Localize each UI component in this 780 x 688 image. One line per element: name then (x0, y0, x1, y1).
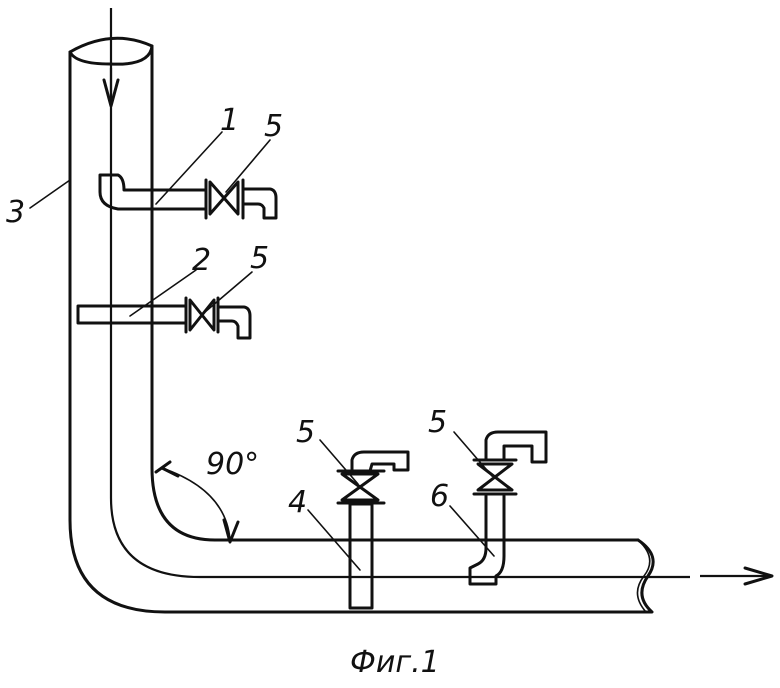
sampling-tube-2 (76, 296, 252, 340)
label-5-middle: 5 (250, 241, 269, 276)
angle-indicator (154, 460, 240, 544)
label-1: 1 (220, 103, 239, 138)
figure-caption: Фиг.1 (350, 645, 440, 680)
angle-label: 90° (206, 447, 259, 482)
label-4: 4 (288, 485, 307, 520)
inlet-flow-arrow (102, 8, 120, 108)
sampling-tube-4 (336, 450, 410, 610)
sampling-tube-6 (468, 430, 548, 586)
label-5-upper: 5 (264, 109, 283, 144)
label-5-lower-left: 5 (296, 415, 315, 450)
leader-lines (29, 131, 495, 571)
label-2: 2 (192, 243, 211, 278)
label-5-lower-right: 5 (428, 405, 447, 440)
pipe-centerline (109, 68, 690, 579)
label-6: 6 (430, 479, 449, 514)
sampling-tube-1 (98, 173, 278, 220)
outlet-flow-arrow (700, 566, 774, 586)
label-3: 3 (6, 195, 25, 230)
main-pipe (68, 36, 655, 614)
